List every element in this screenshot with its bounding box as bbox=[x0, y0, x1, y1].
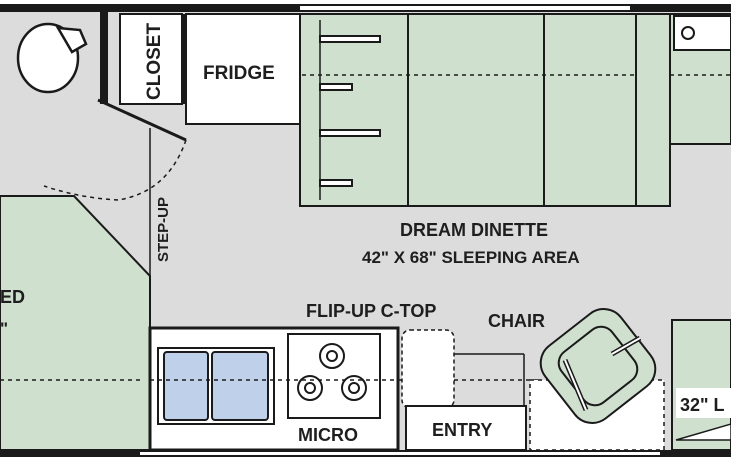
dinette-bench-right bbox=[543, 13, 637, 207]
sink-basin-left bbox=[163, 351, 209, 421]
dinette-title: DREAM DINETTE bbox=[400, 220, 548, 240]
bath-door-line bbox=[97, 98, 187, 142]
galley: MICRO bbox=[148, 326, 540, 452]
closet-wall bbox=[182, 14, 186, 104]
sink-basin-right bbox=[211, 351, 269, 421]
burner-icon bbox=[304, 382, 316, 394]
window-bottom bbox=[140, 452, 660, 455]
entry-label: ENTRY bbox=[432, 420, 492, 440]
closet: CLOSET bbox=[119, 13, 186, 105]
burner-icon bbox=[326, 350, 338, 362]
bed-size-label: " bbox=[0, 319, 8, 338]
micro-label: MICRO bbox=[298, 425, 358, 445]
wall-stub bbox=[635, 13, 671, 207]
fridge: FRIDGE bbox=[185, 13, 301, 125]
dinette-brackets bbox=[319, 35, 381, 187]
tv-label: 32" L bbox=[680, 395, 725, 415]
chair-handle bbox=[564, 359, 587, 411]
dream-dinette: DREAM DINETTE 42" X 68" SLEEPING AREA bbox=[299, 13, 637, 267]
chair-label: CHAIR bbox=[488, 311, 545, 331]
bracket bbox=[319, 83, 353, 91]
tv-swing bbox=[675, 423, 731, 441]
toilet-tank bbox=[55, 26, 88, 54]
bracket bbox=[319, 35, 381, 43]
tv-cabinet: 32" L bbox=[671, 319, 731, 451]
fridge-box bbox=[185, 13, 301, 125]
flip-up-label: FLIP-UP C-TOP bbox=[306, 301, 436, 321]
closet-label: CLOSET bbox=[144, 23, 165, 100]
window-top bbox=[300, 6, 630, 10]
chair: CHAIR bbox=[488, 308, 665, 451]
flip-up-top bbox=[401, 329, 455, 409]
upper-right-cabinet bbox=[635, 13, 731, 207]
step-up-label: STEP-UP bbox=[155, 197, 172, 262]
bed-label: ED bbox=[0, 287, 25, 307]
toilet-icon bbox=[16, 22, 80, 94]
burner-icon bbox=[348, 382, 360, 394]
drain-icon bbox=[681, 26, 695, 40]
dinette-size: 42" X 68" SLEEPING AREA bbox=[362, 248, 580, 267]
bathroom-wall bbox=[100, 12, 108, 104]
bracket bbox=[319, 129, 381, 137]
bracket bbox=[319, 179, 353, 187]
entry: ENTRY bbox=[405, 405, 527, 451]
door-swing-arc bbox=[117, 139, 187, 201]
tv-label-bg bbox=[676, 388, 731, 418]
bathroom bbox=[16, 12, 187, 142]
dinette-table bbox=[407, 13, 545, 207]
chair-handle bbox=[611, 337, 641, 355]
entry-step bbox=[405, 405, 527, 451]
burners bbox=[297, 343, 367, 401]
fridge-label: FRIDGE bbox=[203, 63, 275, 84]
